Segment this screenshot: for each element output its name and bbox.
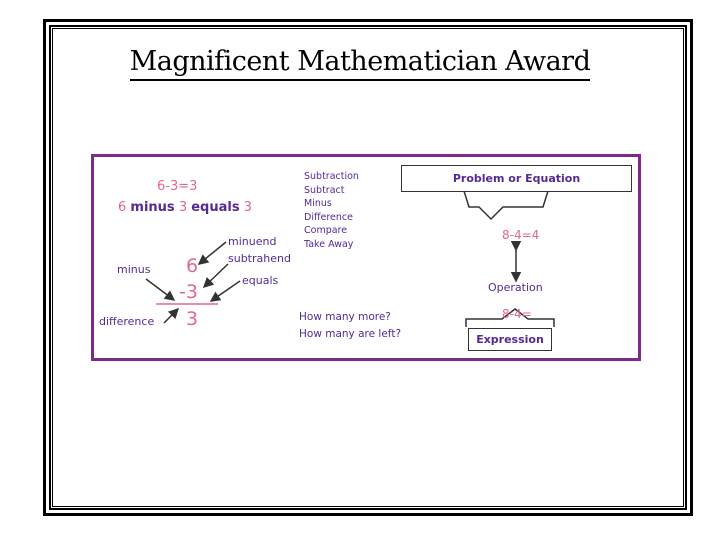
- subtrahend-arrow: [202, 263, 229, 289]
- expression-label: Expression: [476, 333, 544, 346]
- problem-equation-label: Problem or Equation: [452, 172, 581, 185]
- vertical-subtrahend: -3: [179, 281, 198, 303]
- label-subtrahend: subtrahend: [228, 252, 291, 265]
- diagram-arrows: [145, 190, 555, 327]
- difference-arrow: [163, 307, 180, 324]
- label-difference: difference: [99, 315, 155, 328]
- synonym-item: Subtraction: [304, 171, 359, 182]
- label-operation: Operation: [488, 281, 543, 294]
- page-frame-line: [52, 28, 684, 507]
- synonyms-list: Subtraction Subtract Minus Difference Co…: [304, 170, 359, 251]
- synonym-item: Minus: [304, 198, 332, 209]
- problem-down-arrow: [463, 190, 549, 221]
- expression-bracket: [465, 308, 555, 327]
- minuend-arrow: [197, 241, 227, 265]
- slide-title-text: Magnificent Mathematician Award: [129, 46, 591, 81]
- synonym-item: Take Away: [304, 238, 354, 250]
- label-equals: equals: [242, 274, 279, 287]
- page-frame-outer: [43, 19, 693, 516]
- problem-equation-box: Problem or Equation: [401, 165, 632, 192]
- subtraction-diagram-panel: 6-3=3 6 minus 3 equals 3 minus differenc…: [91, 154, 641, 361]
- expression-box: Expression: [468, 328, 552, 351]
- equation-right: 8-4=4: [502, 228, 540, 242]
- page-frame-inner: [49, 25, 687, 510]
- word-equation: 6 minus 3 equals 3: [118, 200, 252, 215]
- vertical-difference: 3: [186, 308, 199, 330]
- expression-value: 8-4=: [502, 307, 532, 321]
- synonym-item: Subtract: [304, 184, 345, 196]
- synonym-item: Compare: [304, 225, 348, 236]
- minus-arrow: [145, 278, 176, 301]
- label-minuend: minuend: [228, 235, 277, 248]
- question-how-many-more: How many more?: [299, 311, 391, 323]
- vertical-minuend: 6: [186, 255, 199, 277]
- question-how-many-left: How many are left?: [299, 328, 402, 340]
- slide-title: Magnificent Mathematician Award: [0, 46, 720, 81]
- equals-arrow: [209, 280, 241, 302]
- equation-top: 6-3=3: [157, 179, 198, 194]
- label-minus: minus: [117, 263, 151, 276]
- synonym-item: Difference: [304, 211, 353, 223]
